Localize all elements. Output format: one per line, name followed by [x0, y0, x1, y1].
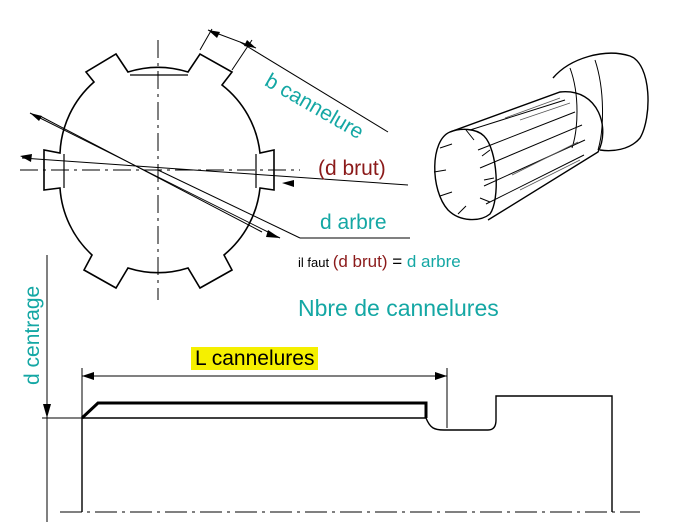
- il-faut-equals: =: [387, 252, 407, 271]
- arrowheads: [20, 30, 294, 238]
- il-faut-d-arbre: d arbre: [406, 252, 461, 271]
- label-nbre-cannelures: Nbre de cannelures: [298, 295, 499, 321]
- label-l-cannelures: L cannelures: [191, 347, 319, 370]
- label-d-centrage: d centrage: [21, 285, 44, 385]
- label-il-faut: il faut (d brut) = d arbre: [298, 253, 461, 270]
- shaft-3d-view: [433, 52, 649, 221]
- il-faut-d-brut: (d brut): [332, 252, 388, 271]
- il-faut-prefix: il faut: [298, 255, 333, 270]
- label-d-arbre: d arbre: [320, 211, 387, 234]
- dimension-arrowheads: [43, 372, 447, 418]
- shaft-profile: [42, 255, 640, 522]
- label-d-brut: (d brut): [318, 157, 386, 180]
